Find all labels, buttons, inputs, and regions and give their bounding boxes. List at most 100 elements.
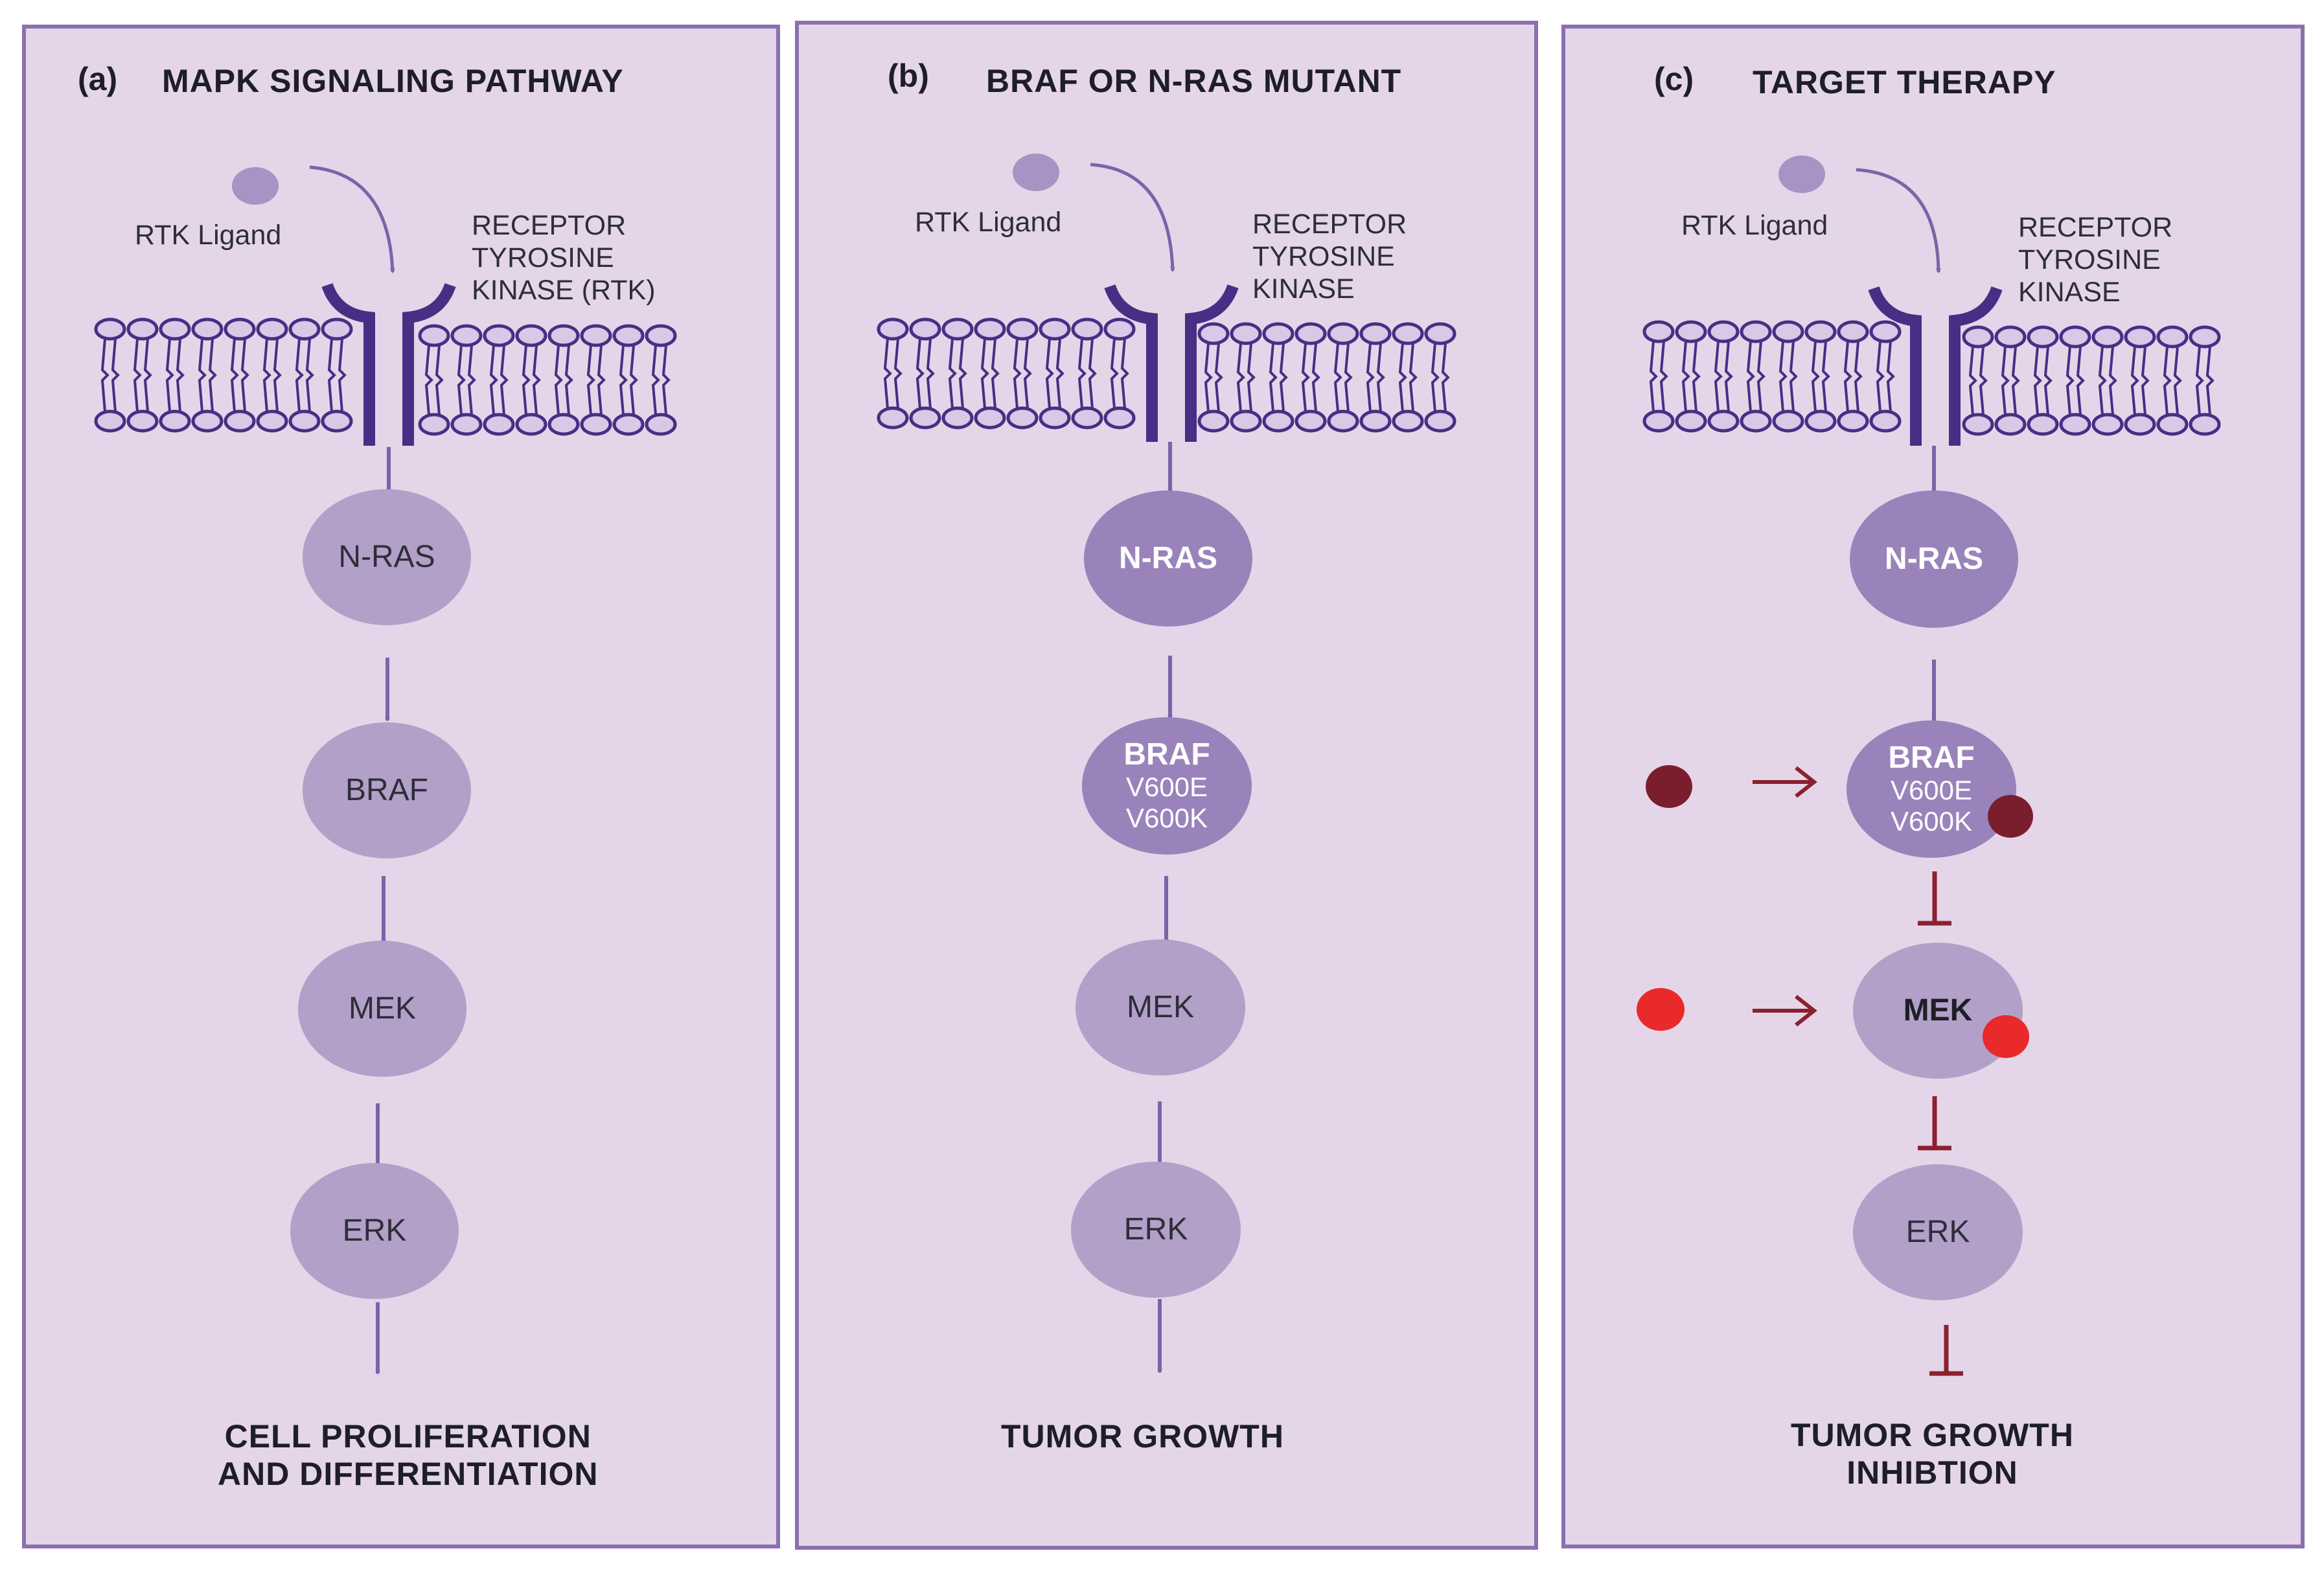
lipid-head [418, 324, 450, 347]
lipid-tail [489, 345, 498, 415]
lipid-head [1006, 317, 1039, 341]
receptor-left-half [321, 282, 375, 446]
lipid-head [547, 324, 580, 347]
lipid-tail [1649, 341, 1658, 412]
lipid-tail [1311, 343, 1320, 412]
lipid-head [126, 317, 159, 341]
rtk-ligand-c [1778, 155, 1825, 193]
lipid-head [224, 317, 256, 341]
lipid-head [1707, 320, 1740, 343]
rtk-ligand-label-a: RTK Ligand [135, 220, 282, 251]
lipid-tail [2163, 346, 2172, 415]
lipid-tail [662, 345, 671, 415]
lipid-head [645, 324, 677, 347]
membrane-c-left [1642, 320, 1902, 433]
lipid-tail [1279, 343, 1288, 412]
lipid-head [256, 317, 288, 341]
receptor-tyrosine-kinases [321, 282, 2003, 446]
lipid-head [450, 324, 483, 347]
lipid-head [483, 324, 515, 347]
lipid-head [1869, 320, 1902, 343]
lipid-head [321, 317, 353, 341]
lipid-tail [915, 338, 925, 409]
lipid-head [1740, 409, 1772, 433]
lipid-head [1837, 409, 1869, 433]
lipid-head [191, 409, 224, 433]
lipid-tail [1886, 341, 1895, 412]
receptor-b [1104, 284, 1239, 442]
pathway-arrows [309, 163, 1939, 1374]
receptor-right-half [1949, 286, 2003, 446]
lipid-tail [619, 345, 628, 415]
lipid-head [2091, 325, 2124, 349]
lipid-head [1359, 322, 1392, 345]
outcome-b: TUMOR GROWTH [1001, 1418, 1284, 1454]
lipid-tail [133, 338, 142, 412]
lipid-tail [327, 338, 336, 412]
node-erk-b: ERK [1071, 1162, 1241, 1298]
lipid-head [191, 317, 224, 341]
lipid-tail [176, 338, 185, 412]
panel-label-b: (b) [888, 58, 929, 94]
lipid-tail [1376, 343, 1385, 412]
lipid-head [974, 406, 1006, 430]
rtk-ligand-label-c: RTK Ligand [1681, 210, 1828, 241]
lipid-head [2156, 325, 2189, 349]
lipid-head [2059, 413, 2091, 436]
lipid-tail [2130, 346, 2139, 415]
lipid-tail [1120, 338, 1129, 409]
membrane-a-right [418, 324, 677, 436]
lipid-tail [424, 345, 433, 415]
lipid-head [126, 409, 159, 433]
lipid-head [2027, 325, 2059, 349]
node-braf-mutant-c: BRAF V600E V600K [1847, 720, 2016, 858]
outcome-a: CELL PROLIFERATION AND DIFFERENTIATION [218, 1418, 599, 1492]
lipid-head [288, 317, 321, 341]
lipid-tail [2108, 346, 2117, 415]
lipid-head [1197, 322, 1230, 345]
lipid-tail [1269, 343, 1278, 412]
lipid-tail [273, 338, 282, 412]
lipid-head [2124, 325, 2156, 349]
lipid-head [1294, 409, 1327, 433]
lipid-head [580, 324, 612, 347]
lipid-head [2156, 413, 2189, 436]
lipid-tail [1023, 338, 1032, 409]
lipid-head [1197, 409, 1230, 433]
lipid-tail [629, 345, 638, 415]
lipid-tail [165, 338, 174, 412]
lipid-tail [1088, 338, 1097, 409]
lipid-tail [467, 345, 476, 415]
lipid-head [1071, 317, 1103, 341]
lipid-tail [1214, 343, 1223, 412]
lipid-tail [1055, 338, 1064, 409]
lipid-tail [1821, 341, 1830, 412]
lipid-tail [305, 338, 314, 412]
lipid-head [580, 413, 612, 436]
mek-inhibitor-bound [1983, 1015, 2029, 1058]
lipid-head [877, 406, 909, 430]
lipid-tail [532, 345, 541, 415]
lipid-tail [564, 345, 573, 415]
lipid-head [288, 409, 321, 433]
lipid-head [1707, 409, 1740, 433]
lipid-tail [2098, 346, 2107, 415]
lipid-tail [1724, 341, 1733, 412]
node-erk-c: ERK [1853, 1164, 2023, 1300]
membrane-c-right [1962, 325, 2221, 436]
lipid-tail [143, 338, 152, 412]
lipid-head [1772, 409, 1804, 433]
lipid-head [1772, 320, 1804, 343]
lipid-tail [2033, 346, 2042, 415]
lipid-tail [1659, 341, 1668, 412]
receptor-left-half [1868, 286, 1922, 446]
lipid-head [1392, 409, 1424, 433]
panel-title-b: BRAF OR N-RAS MUTANT [986, 63, 1402, 99]
braf-inhibitor-arrow [1753, 766, 1817, 798]
lipid-tail [2076, 346, 2085, 415]
lipid-tail [2195, 346, 2204, 415]
lipid-tail [1714, 341, 1723, 412]
lipid-head [877, 317, 909, 341]
lipid-head [645, 413, 677, 436]
